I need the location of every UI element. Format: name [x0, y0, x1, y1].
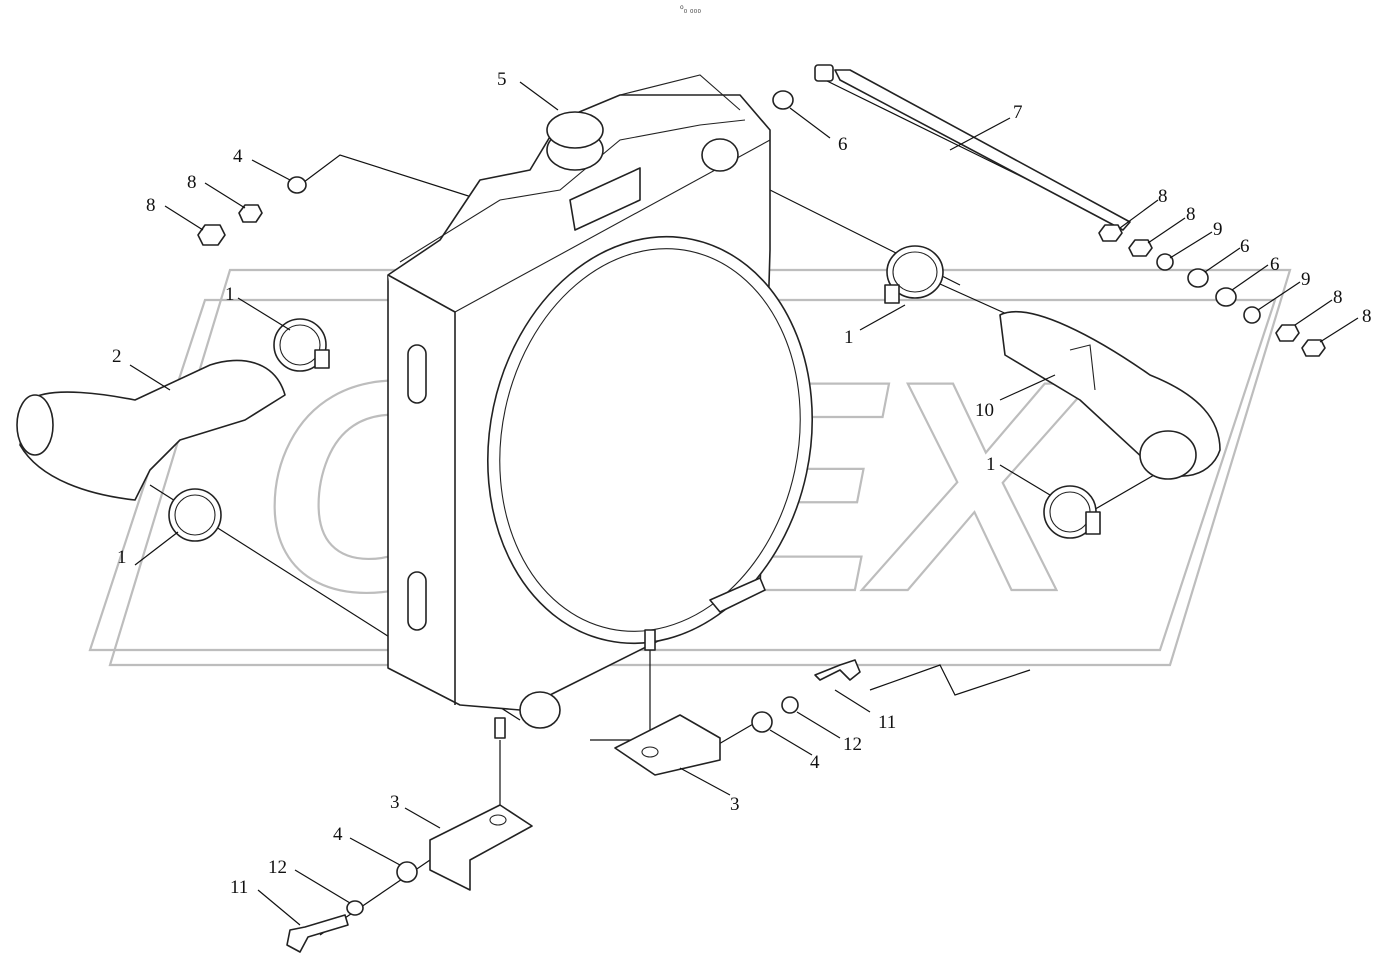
hose-clamp-4 [1043, 485, 1101, 539]
callout-8: 8 [1333, 287, 1343, 308]
callout-10: 10 [975, 400, 994, 421]
callout-3: 3 [730, 794, 740, 815]
callout-1: 1 [986, 454, 996, 475]
callout-leaders [129, 81, 1359, 926]
radiator-cap [546, 111, 604, 171]
callout-4: 4 [233, 146, 243, 167]
hose-clamp-3 [884, 245, 944, 304]
callout-12: 12 [843, 734, 862, 755]
callout-6: 6 [838, 134, 848, 155]
callout-5: 5 [497, 69, 507, 90]
callout-4: 4 [810, 752, 820, 773]
callout-8: 8 [1158, 186, 1168, 207]
callout-labels: 1 1 1 1 2 3 3 4 4 4 5 6 6 6 7 8 8 8 8 8 … [112, 69, 1372, 898]
callout-8: 8 [187, 172, 197, 193]
callout-2: 2 [112, 346, 122, 367]
bracket-right [614, 714, 721, 776]
callout-8: 8 [1186, 204, 1196, 225]
header-note: ⁰₀ ₀₀₀ [680, 4, 702, 14]
fasteners [197, 90, 1326, 953]
callout-7: 7 [1013, 102, 1023, 123]
callout-9: 9 [1213, 219, 1223, 240]
tie-rod [814, 64, 1131, 231]
callout-3: 3 [390, 792, 400, 813]
callout-6: 6 [1240, 236, 1250, 257]
callout-11: 11 [230, 877, 248, 898]
callout-12: 12 [268, 857, 287, 878]
callout-11: 11 [878, 712, 896, 733]
callout-9: 9 [1301, 269, 1311, 290]
callout-1: 1 [117, 547, 127, 568]
bracket-lower [429, 804, 533, 891]
callout-8: 8 [1362, 306, 1372, 327]
hose-clamp-2 [168, 488, 222, 542]
callout-6: 6 [1270, 254, 1280, 275]
callout-4: 4 [333, 824, 343, 845]
radiator-assembly [387, 74, 814, 739]
hose-right [999, 310, 1221, 480]
callout-1: 1 [844, 327, 854, 348]
hose-left [16, 359, 286, 501]
callout-1: 1 [225, 284, 235, 305]
callout-8: 8 [146, 195, 156, 216]
hose-clamp-1 [273, 318, 330, 372]
